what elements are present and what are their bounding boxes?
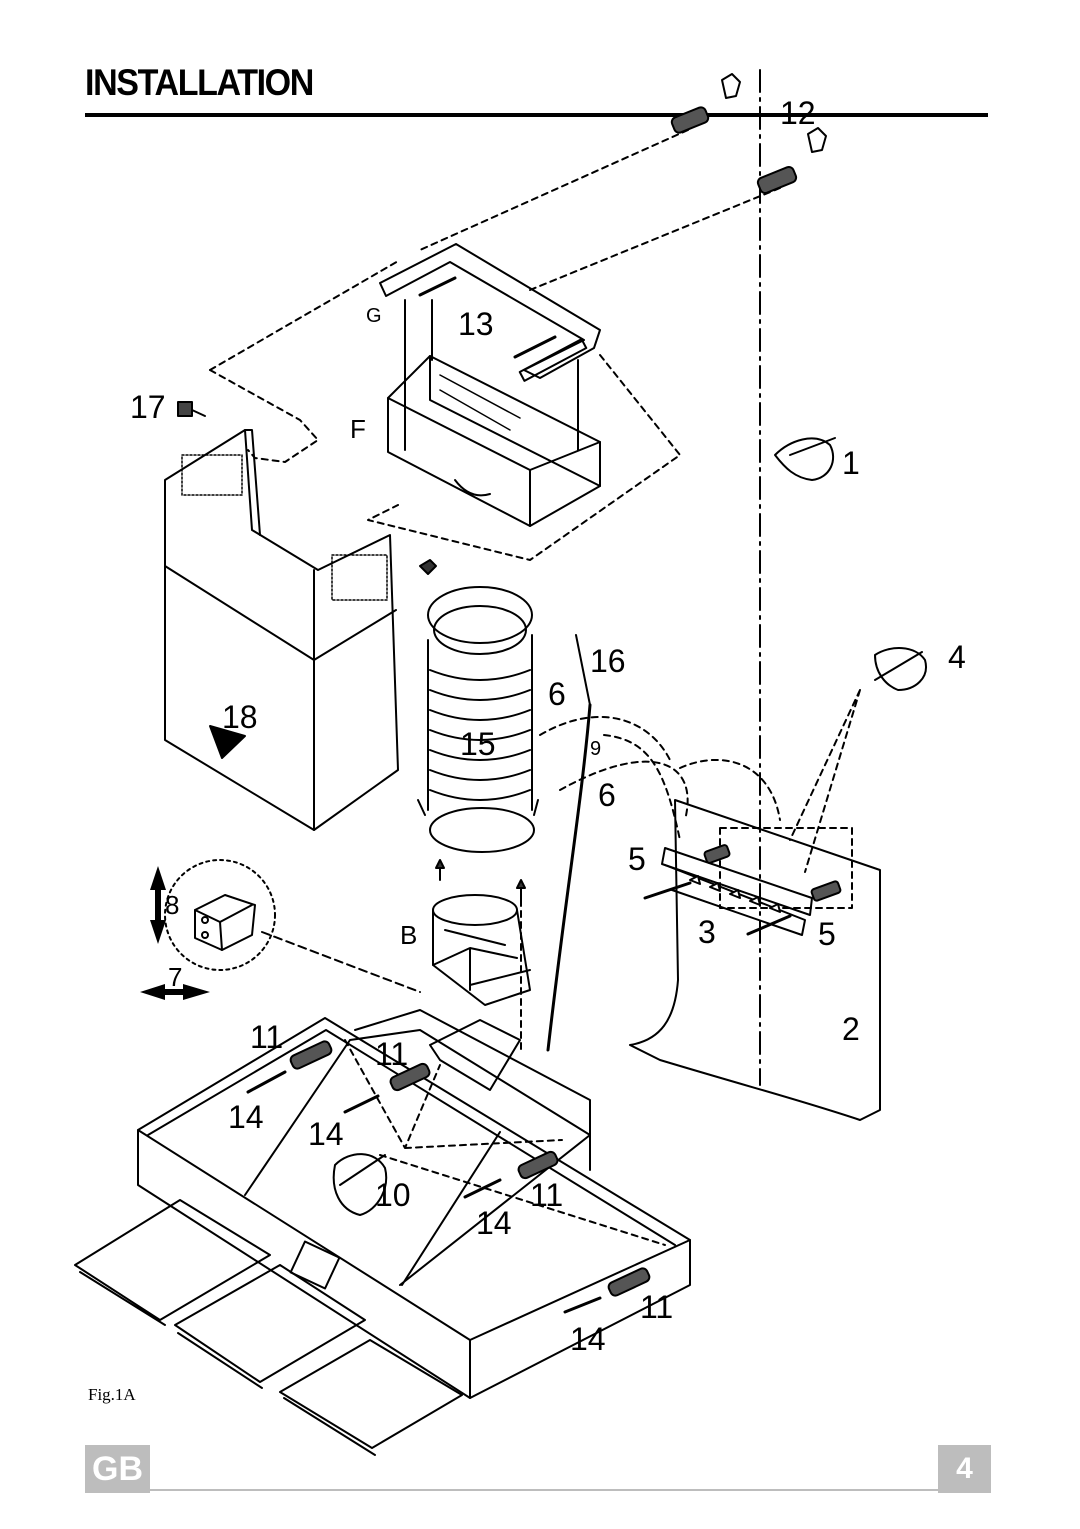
- chimney-cover: [164, 429, 399, 831]
- callout-8: 8: [165, 890, 179, 920]
- double-arrow-vertical: [150, 866, 166, 944]
- callout-4: 4: [948, 639, 966, 675]
- callout-14-d: 14: [570, 1321, 606, 1357]
- callout-11-d: 11: [640, 1289, 673, 1325]
- callout-f: F: [350, 414, 366, 444]
- callout-11-b: 11: [375, 1036, 408, 1072]
- cable-16: [575, 634, 591, 706]
- direction-arrow: [209, 725, 246, 759]
- callout-3: 3: [698, 914, 716, 950]
- callout-11-a: 11: [250, 1019, 283, 1055]
- transition-piece: [432, 894, 531, 1006]
- callout-14-c: 14: [476, 1205, 512, 1241]
- control-box: [164, 859, 276, 971]
- slot-markers: [689, 875, 781, 913]
- grease-filter-1: [74, 1199, 271, 1326]
- callout-6-upper: 6: [548, 676, 566, 712]
- screw: [435, 859, 445, 881]
- title-rule: [85, 113, 988, 117]
- callout-15: 15: [460, 726, 496, 762]
- callout-13: 13: [458, 306, 494, 342]
- callout-2: 2: [842, 1011, 860, 1047]
- filter-box: [387, 355, 601, 527]
- flexible-duct: [417, 586, 539, 853]
- callout-14-a: 14: [228, 1099, 264, 1135]
- grease-filter-2: [174, 1264, 366, 1389]
- hand-drill-4: [874, 647, 927, 691]
- language-badge: GB: [85, 1445, 150, 1493]
- callout-g: G: [366, 305, 382, 327]
- lower-bracket: [661, 844, 842, 936]
- callout-5-right: 5: [818, 916, 836, 952]
- wall-plate: [629, 799, 881, 1121]
- page-title: INSTALLATION: [85, 62, 314, 103]
- callout-9: 9: [590, 738, 601, 760]
- callout-6-lower: 6: [598, 777, 616, 813]
- screw-17: [177, 401, 206, 417]
- callout-16: 16: [590, 643, 626, 679]
- figure-caption: Fig.1A: [88, 1385, 136, 1404]
- hand-drill-1: [774, 437, 836, 481]
- callout-b: B: [400, 920, 417, 950]
- hand-drill-10: [332, 1153, 388, 1216]
- upper-wall-plug: [670, 106, 798, 195]
- grease-filter-3: [279, 1339, 463, 1456]
- double-arrow-horizontal: [140, 984, 210, 1000]
- screw: [516, 879, 526, 901]
- upper-bracket: [379, 243, 601, 451]
- callout-12: 12: [780, 95, 816, 131]
- wall-plug-hood: [289, 1040, 651, 1297]
- page-number: 4: [938, 1445, 991, 1493]
- callout-18: 18: [222, 699, 258, 735]
- callout-17: 17: [130, 389, 166, 425]
- footer-rule: [150, 1489, 938, 1491]
- callout-7: 7: [168, 962, 182, 992]
- drill-hole-icon: [721, 73, 741, 99]
- callout-11-c: 11: [530, 1177, 563, 1213]
- callout-1: 1: [842, 445, 860, 481]
- callout-10: 10: [375, 1177, 411, 1213]
- callout-14-b: 14: [308, 1116, 344, 1152]
- drill-hole-icon: [807, 127, 827, 153]
- callout-5-left: 5: [628, 841, 646, 877]
- hood-body: [137, 1009, 691, 1399]
